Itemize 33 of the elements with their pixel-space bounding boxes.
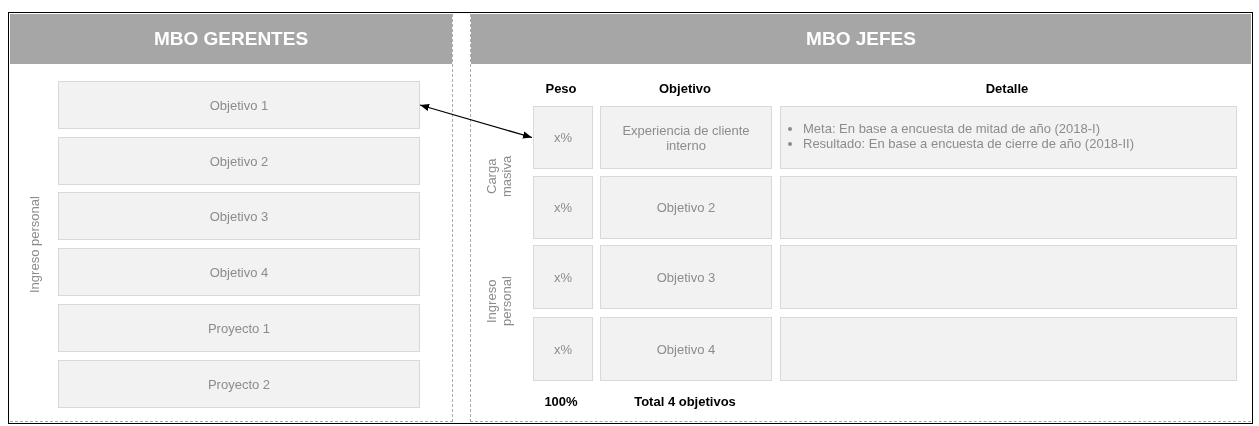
bullet-item: Resultado: En base a encuesta de cierre de año (2018-II): [803, 136, 1134, 151]
table-cell: Proyecto 2: [58, 360, 420, 408]
empty-box: [780, 245, 1237, 309]
column-header: Peso: [545, 81, 577, 96]
table-cell: Objetivo 2: [600, 176, 772, 239]
table-cell: Objetivo 4: [58, 248, 420, 296]
table-cell: Experiencia de cliente interno: [600, 106, 772, 169]
column-header: Detalle: [985, 81, 1029, 96]
table-cell: x%: [533, 106, 593, 169]
side-label: Carga masiva: [484, 154, 514, 199]
table-cell: Objetivo 3: [600, 245, 772, 309]
panel-header: MBO GERENTES: [10, 14, 452, 64]
empty-box: [780, 317, 1237, 381]
side-label: Ingreso personal: [484, 275, 514, 328]
bullet-item: Meta: En base a encuesta de mitad de año (2018-I): [803, 121, 1101, 136]
detail-cell: [780, 106, 1237, 169]
total-label: Total 4 objetivos: [634, 394, 736, 409]
panel-header: MBO JEFES: [471, 14, 1251, 64]
side-label: Ingreso personal: [27, 195, 42, 296]
total-label: 100%: [544, 394, 578, 409]
double-arrow: [419, 104, 533, 139]
empty-box: [780, 176, 1237, 239]
table-cell: Objetivo 1: [58, 81, 420, 129]
table-cell: x%: [533, 317, 593, 381]
panel: [10, 14, 453, 422]
table-cell: Objetivo 2: [58, 137, 420, 185]
table-cell: x%: [533, 245, 593, 309]
table-cell: Proyecto 1: [58, 304, 420, 352]
column-header: Objetivo: [659, 81, 711, 96]
table-cell: Objetivo 3: [58, 192, 420, 240]
table-cell: Objetivo 4: [600, 317, 772, 381]
table-cell: x%: [533, 176, 593, 239]
panel: [470, 14, 1251, 422]
